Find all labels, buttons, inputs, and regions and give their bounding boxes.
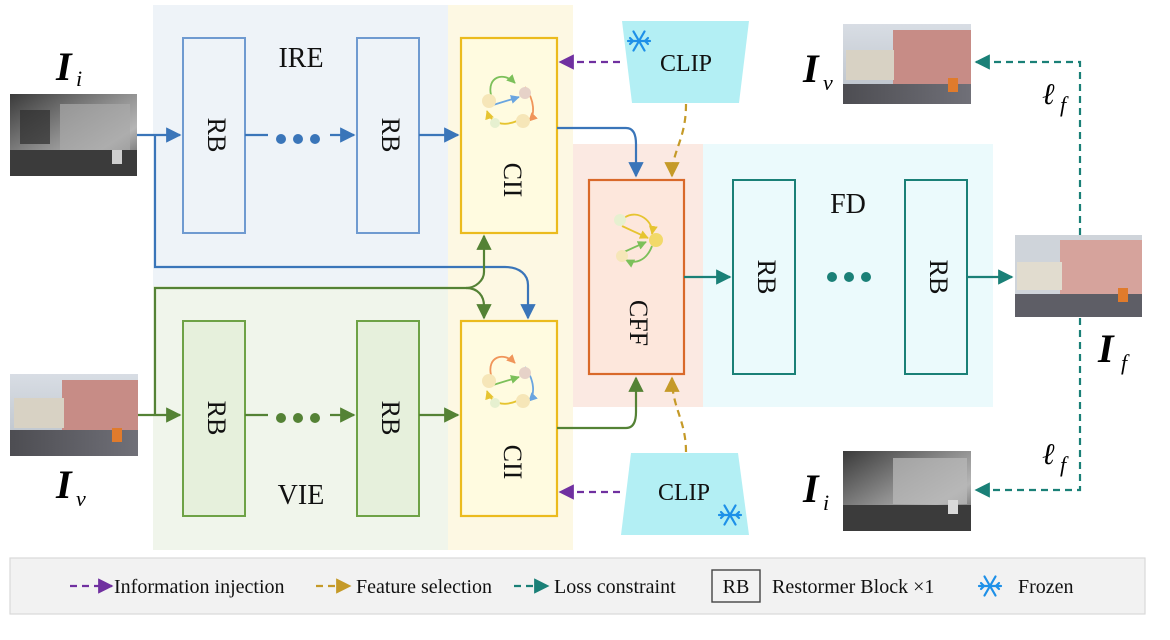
fd-rb-label-2: RB <box>924 260 953 295</box>
legend-injection-label: Information injection <box>114 576 285 598</box>
infrared-input-symbol: I i <box>55 44 82 91</box>
snowflake-icon <box>717 504 743 526</box>
legend-frozen-label: Frozen <box>1018 576 1074 598</box>
visible-target-image <box>843 24 971 104</box>
legend-rb-box-label: RB <box>723 576 750 598</box>
legend-box <box>9 557 1146 615</box>
loss-top-sym: ℓ <box>1042 78 1055 111</box>
cii-block-top <box>459 36 559 235</box>
cii-label-top: CII <box>498 163 527 198</box>
infrared-input-image <box>10 94 137 176</box>
interaction-graph-icon <box>482 354 538 408</box>
snowflake-icon <box>977 575 1003 597</box>
visible-input-image <box>10 374 138 456</box>
legend-loss-label: Loss constraint <box>554 576 676 598</box>
cii-label-bottom: CII <box>498 445 527 480</box>
fused-output-image <box>1015 235 1142 317</box>
ire-title: IRE <box>278 43 323 74</box>
cff-label: CFF <box>624 300 653 346</box>
infrared-target-sym: I <box>802 466 820 511</box>
visible-target-sym: I <box>802 46 820 91</box>
fused-output-sym: I <box>1097 326 1115 371</box>
vie-ellipsis <box>276 413 320 423</box>
vie-rb-block-2 <box>356 320 420 517</box>
visible-input-sym: I <box>55 462 73 507</box>
clip-label-top: CLIP <box>660 51 712 77</box>
loss-label-bottom: ℓ f <box>1042 438 1069 477</box>
fd-rb-label-1: RB <box>752 260 781 295</box>
feature-selection-arrows <box>664 103 688 453</box>
infrared-input-sub: i <box>76 66 82 91</box>
legend-selection-label: Feature selection <box>356 576 492 598</box>
clip-encoder-top: CLIP <box>622 21 749 103</box>
clip-label-bottom: CLIP <box>658 480 710 506</box>
information-injection-arrows <box>558 54 620 500</box>
vie-rb-label-1: RB <box>202 401 231 436</box>
visible-target-symbol: I v <box>802 46 833 95</box>
ir-flow-arrows <box>137 126 644 320</box>
visible-input-symbol: I v <box>55 462 86 511</box>
fd-title: FD <box>830 189 866 220</box>
infrared-target-symbol: I i <box>802 466 829 515</box>
clip-encoder-bottom: CLIP <box>621 453 749 535</box>
loss-bottom-sub: f <box>1060 452 1069 477</box>
infrared-target-image <box>843 451 971 531</box>
loss-top-sub: f <box>1060 92 1069 117</box>
fd-ellipsis <box>827 272 871 282</box>
legend-rb-box <box>711 569 761 603</box>
visible-target-sub: v <box>823 70 833 95</box>
visible-input-sub: v <box>76 486 86 511</box>
cff-block <box>587 178 686 376</box>
snowflake-icon <box>626 30 652 52</box>
vie-rb-block-1 <box>182 320 246 517</box>
interaction-graph-icon <box>614 213 663 268</box>
fd-rb-block-2 <box>904 179 968 375</box>
fused-output-symbol: I f <box>1097 326 1130 375</box>
infrared-input-sym: I <box>55 44 73 89</box>
loss-label-top: ℓ f <box>1042 78 1069 117</box>
infrared-target-sub: i <box>823 490 829 515</box>
fd-rb-block-1 <box>732 179 796 375</box>
ire-rb-label-1: RB <box>202 118 231 153</box>
legend: Information injection Feature selection … <box>9 557 1146 615</box>
interaction-graph-icon <box>482 74 538 128</box>
ire-rb-label-2: RB <box>376 118 405 153</box>
cii-block-bottom <box>459 319 559 518</box>
legend-rb-desc: Restormer Block ×1 <box>772 576 934 598</box>
loss-bottom-sym: ℓ <box>1042 438 1055 471</box>
fused-output-sub: f <box>1121 350 1130 375</box>
ire-rb-block-2 <box>356 37 420 234</box>
ire-ellipsis <box>276 134 320 144</box>
vis-flow-arrows <box>138 234 644 430</box>
vie-title: VIE <box>278 480 325 511</box>
loss-constraint-arrows <box>974 54 1082 498</box>
vie-rb-label-2: RB <box>376 401 405 436</box>
